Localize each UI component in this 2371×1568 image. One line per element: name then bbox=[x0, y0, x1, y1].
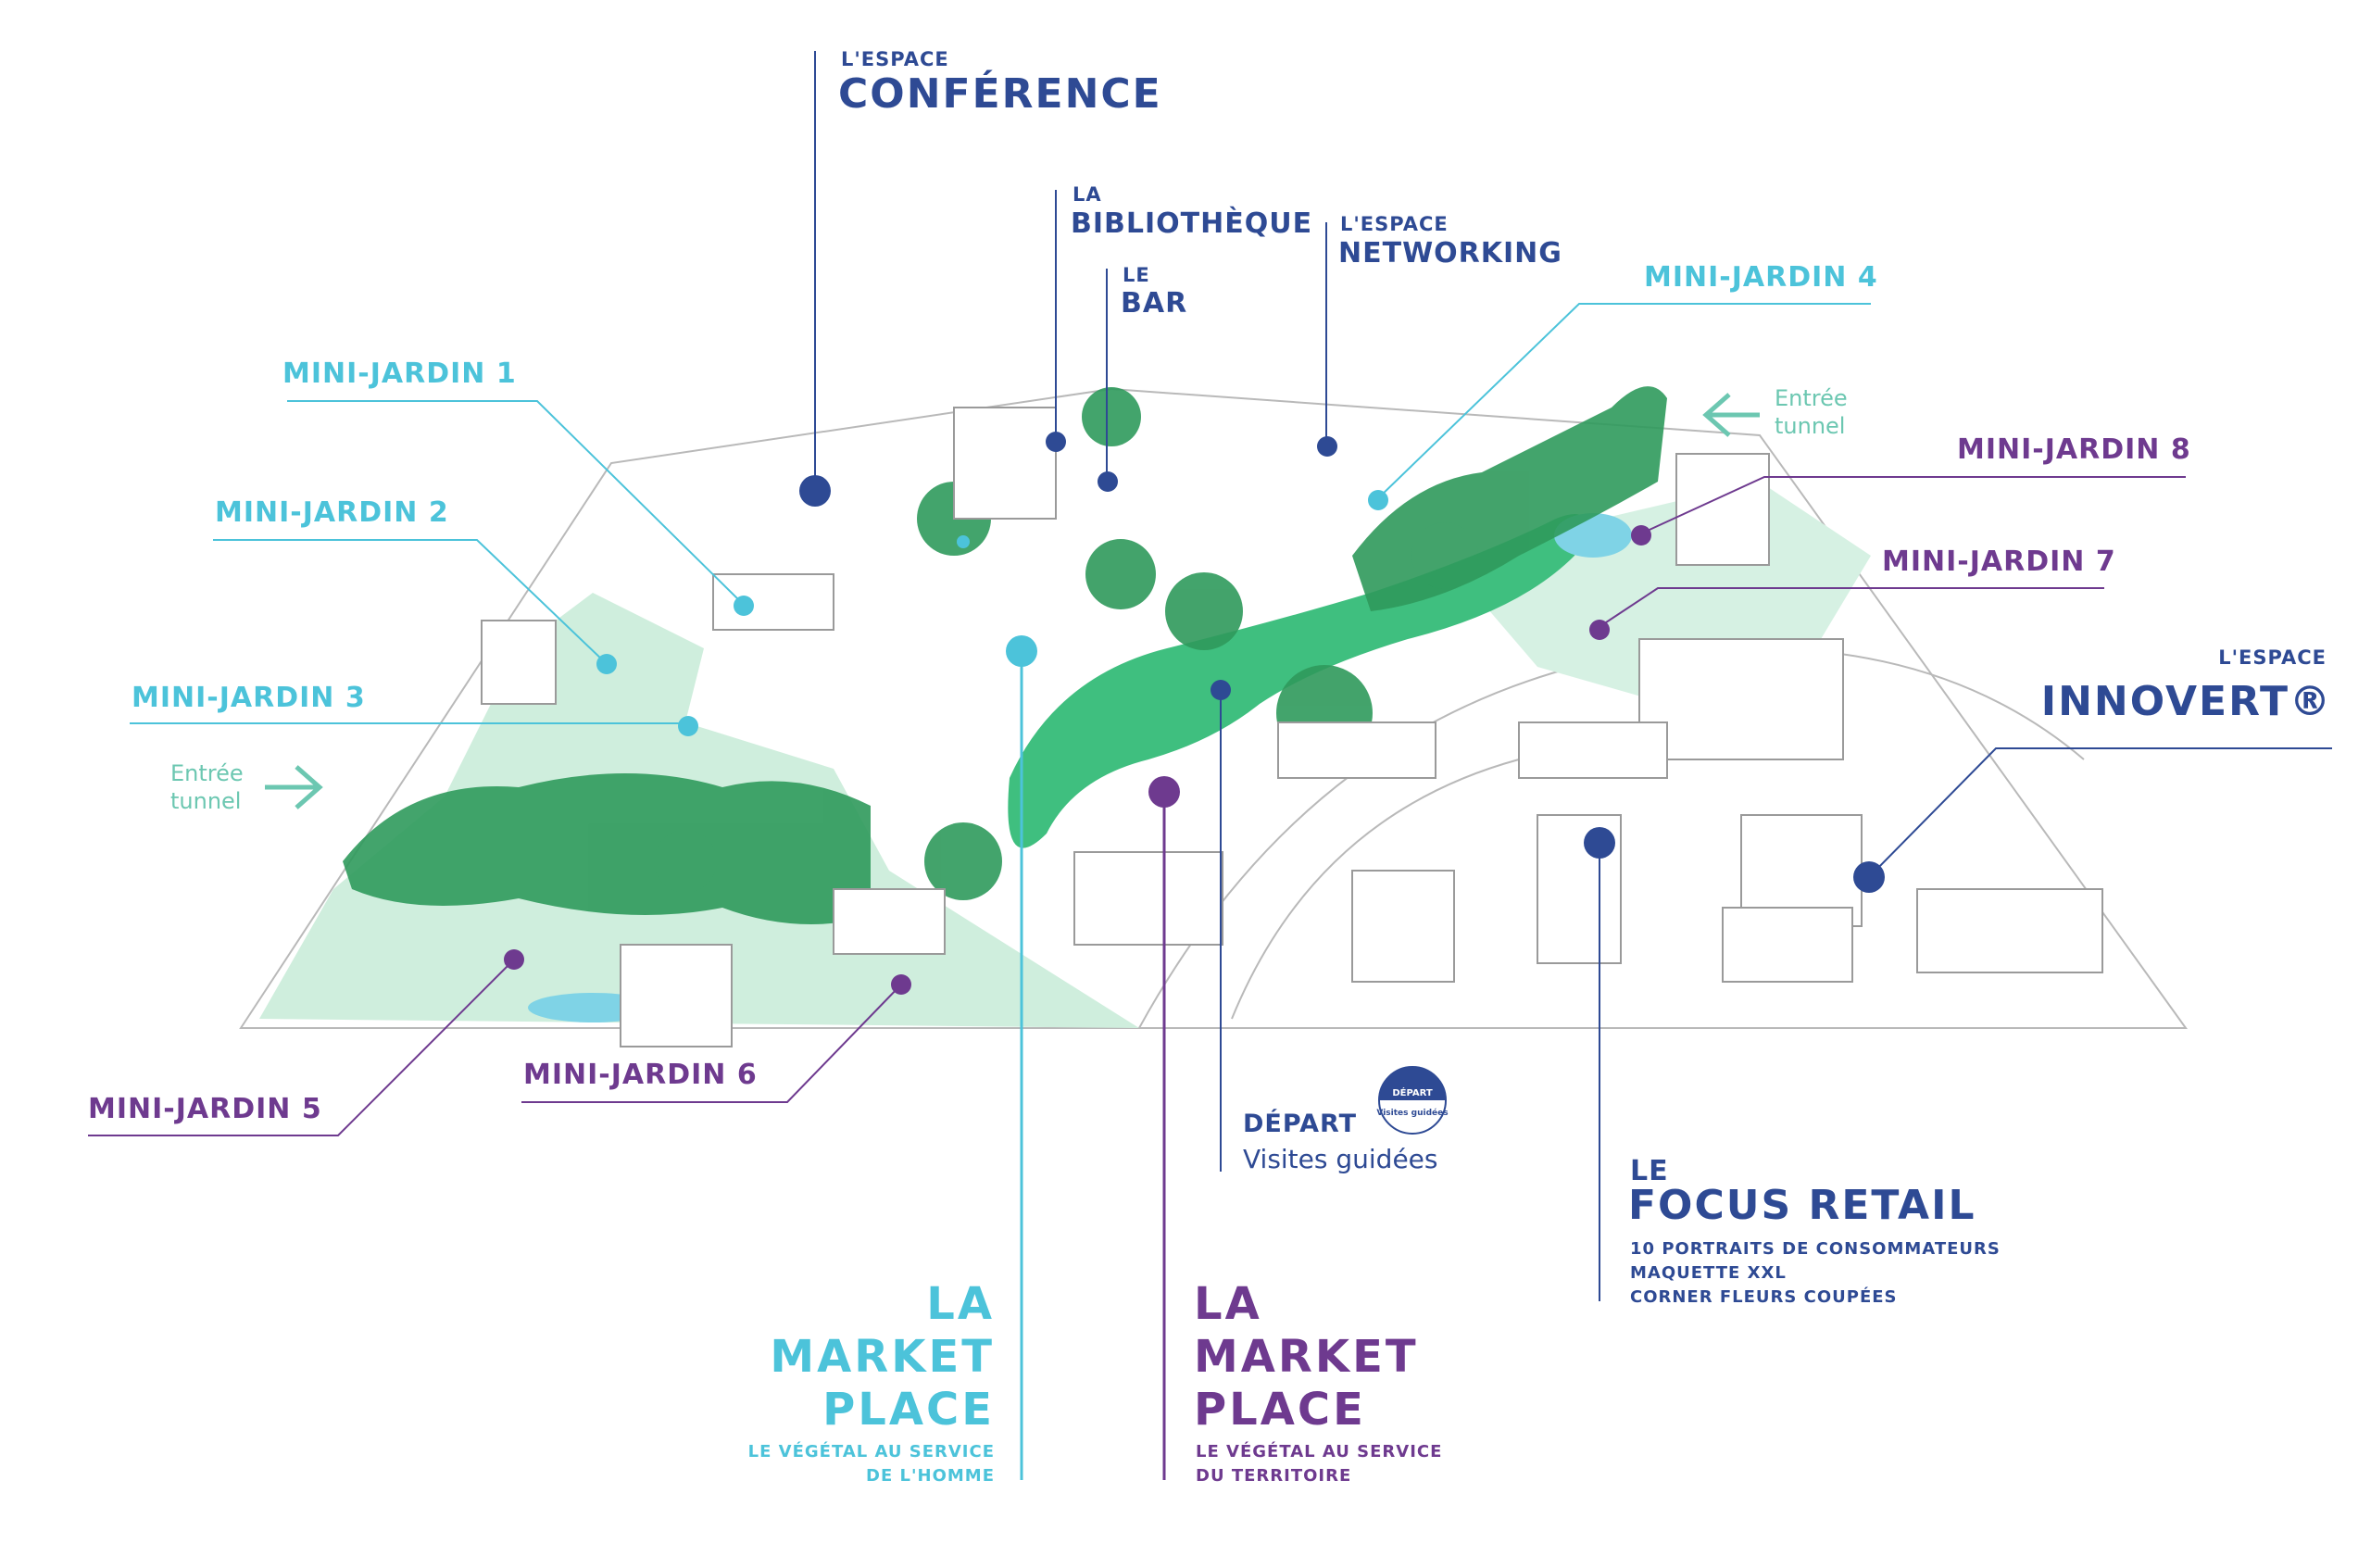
marker-focus-retail[interactable] bbox=[1584, 827, 1615, 859]
market-territoire-l1: LA bbox=[1194, 1278, 1262, 1330]
market-homme-s2: DE L'HOMME bbox=[866, 1466, 995, 1486]
marker-mini-jardin-7[interactable] bbox=[1589, 620, 1610, 640]
marker-mini-jardin-8[interactable] bbox=[1631, 525, 1651, 546]
label-mini-jardin-1[interactable]: MINI-JARDIN 1 bbox=[282, 358, 517, 390]
focus-retail-item: CORNER FLEURS COUPÉES bbox=[1630, 1287, 1898, 1307]
tree bbox=[1082, 387, 1141, 446]
label-mini-jardin-5[interactable]: MINI-JARDIN 5 bbox=[88, 1093, 322, 1125]
market-homme-l3: PLACE bbox=[822, 1384, 995, 1436]
structures bbox=[481, 407, 2103, 1047]
depart-title: DÉPART bbox=[1243, 1110, 1358, 1138]
depart-badge-subtitle: Visites guidées bbox=[1376, 1108, 1448, 1118]
depart-badge: DÉPART Visites guidées bbox=[1376, 1066, 1449, 1135]
entry-arrows bbox=[265, 393, 1760, 809]
depart-badge-title: DÉPART bbox=[1392, 1086, 1433, 1098]
market-territoire-l3: PLACE bbox=[1194, 1384, 1366, 1436]
market-homme-s1: LE VÉGÉTAL AU SERVICE bbox=[747, 1442, 995, 1461]
focus-retail-pre: LE bbox=[1630, 1155, 1669, 1187]
conference-pre: L'ESPACE bbox=[841, 48, 949, 70]
market-territoire-s1: LE VÉGÉTAL AU SERVICE bbox=[1196, 1442, 1443, 1461]
label-mini-jardin-8[interactable]: MINI-JARDIN 8 bbox=[1957, 433, 2191, 466]
location-markers bbox=[504, 432, 1885, 995]
marker-mini-jardin-4[interactable] bbox=[1368, 490, 1388, 510]
entree-right-line2: tunnel bbox=[1775, 413, 1846, 439]
marker-mini-jardin-1[interactable] bbox=[734, 596, 754, 616]
market-territoire-l2: MARKET bbox=[1194, 1331, 1419, 1383]
label-mini-jardin-7[interactable]: MINI-JARDIN 7 bbox=[1882, 546, 2116, 578]
marker-innovert[interactable] bbox=[1853, 861, 1885, 893]
leader-lines bbox=[88, 51, 2332, 1480]
arrow-left-icon bbox=[1702, 393, 1760, 437]
marker-mini-jardin-6[interactable] bbox=[891, 974, 911, 995]
label-mini-jardin-2[interactable]: MINI-JARDIN 2 bbox=[215, 496, 449, 529]
label-mini-jardin-6[interactable]: MINI-JARDIN 6 bbox=[523, 1059, 758, 1091]
networking-title: NETWORKING bbox=[1338, 237, 1562, 270]
innovert-title: INNOVERT® bbox=[2040, 678, 2332, 725]
marker-bibliotheque[interactable] bbox=[1046, 432, 1066, 452]
conference-title: CONFÉRENCE bbox=[838, 70, 1162, 118]
marker-mini-jardin-5[interactable] bbox=[504, 949, 524, 970]
marker-mini-jardin-2[interactable] bbox=[596, 654, 617, 674]
label-mini-jardin-4[interactable]: MINI-JARDIN 4 bbox=[1644, 261, 1878, 294]
marker-conference[interactable] bbox=[799, 475, 831, 507]
focus-retail-title: FOCUS RETAIL bbox=[1628, 1182, 1976, 1229]
bar-pre: LE bbox=[1123, 264, 1150, 286]
tree bbox=[654, 830, 717, 893]
bibliotheque-pre: LA bbox=[1073, 183, 1102, 206]
innovert-pre: L'ESPACE bbox=[2218, 646, 2327, 669]
arrow-right-icon bbox=[265, 765, 323, 809]
marker-market-homme[interactable] bbox=[1006, 635, 1037, 667]
focus-retail-item: MAQUETTE XXL bbox=[1630, 1263, 1787, 1283]
market-homme-l1: LA bbox=[926, 1278, 995, 1330]
marker-market-territoire[interactable] bbox=[1148, 776, 1180, 808]
label-mini-jardin-3[interactable]: MINI-JARDIN 3 bbox=[132, 682, 366, 714]
entree-left-line1: Entrée bbox=[170, 760, 244, 786]
tree bbox=[924, 822, 1002, 900]
tree bbox=[1411, 522, 1478, 589]
entree-right-line1: Entrée bbox=[1775, 385, 1848, 411]
bar-title: BAR bbox=[1121, 287, 1188, 320]
tree bbox=[1165, 572, 1243, 650]
entree-left-line2: tunnel bbox=[170, 788, 242, 814]
market-territoire-s2: DU TERRITOIRE bbox=[1196, 1466, 1352, 1486]
depart-subtitle: Visites guidées bbox=[1243, 1144, 1438, 1174]
marker-networking[interactable] bbox=[1317, 436, 1337, 457]
market-homme-l2: MARKET bbox=[770, 1331, 995, 1383]
marker-extra-cyan bbox=[957, 535, 970, 548]
focus-retail-item: 10 PORTRAITS DE CONSOMMATEURS bbox=[1630, 1239, 2001, 1259]
bibliotheque-title: BIBLIOTHÈQUE bbox=[1071, 207, 1313, 240]
tree bbox=[1085, 539, 1156, 609]
marker-bar[interactable] bbox=[1098, 471, 1118, 492]
plant-wall-left bbox=[343, 773, 871, 924]
marker-depart[interactable] bbox=[1211, 680, 1231, 700]
marker-mini-jardin-3[interactable] bbox=[678, 716, 698, 736]
networking-pre: L'ESPACE bbox=[1340, 213, 1449, 235]
